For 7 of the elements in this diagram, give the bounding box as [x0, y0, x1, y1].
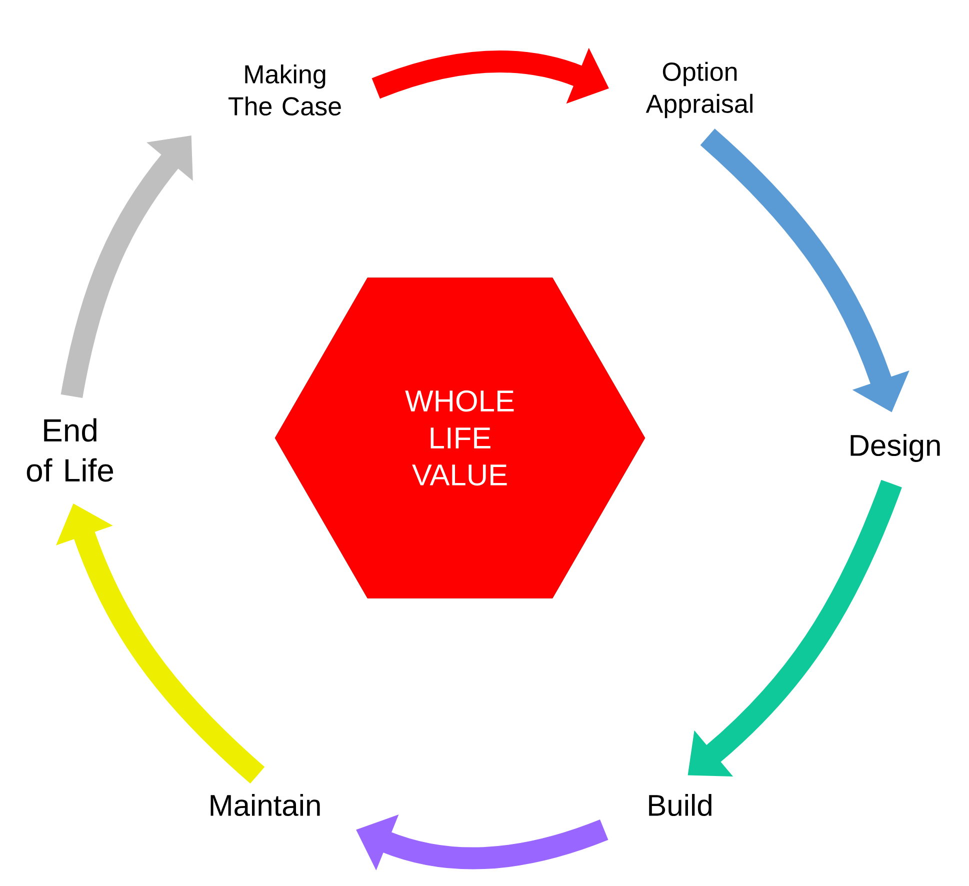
stage-label: Build [649, 794, 712, 816]
stage-label: End of Life [26, 418, 114, 482]
stage-label: Maintain [210, 794, 320, 816]
stage-label: Design [850, 434, 940, 462]
stage-label: Option Appraisal [646, 62, 752, 118]
hexagon: WHOLE LIFE VALUE [274, 278, 646, 598]
stage-label: Making The Case [228, 64, 341, 116]
